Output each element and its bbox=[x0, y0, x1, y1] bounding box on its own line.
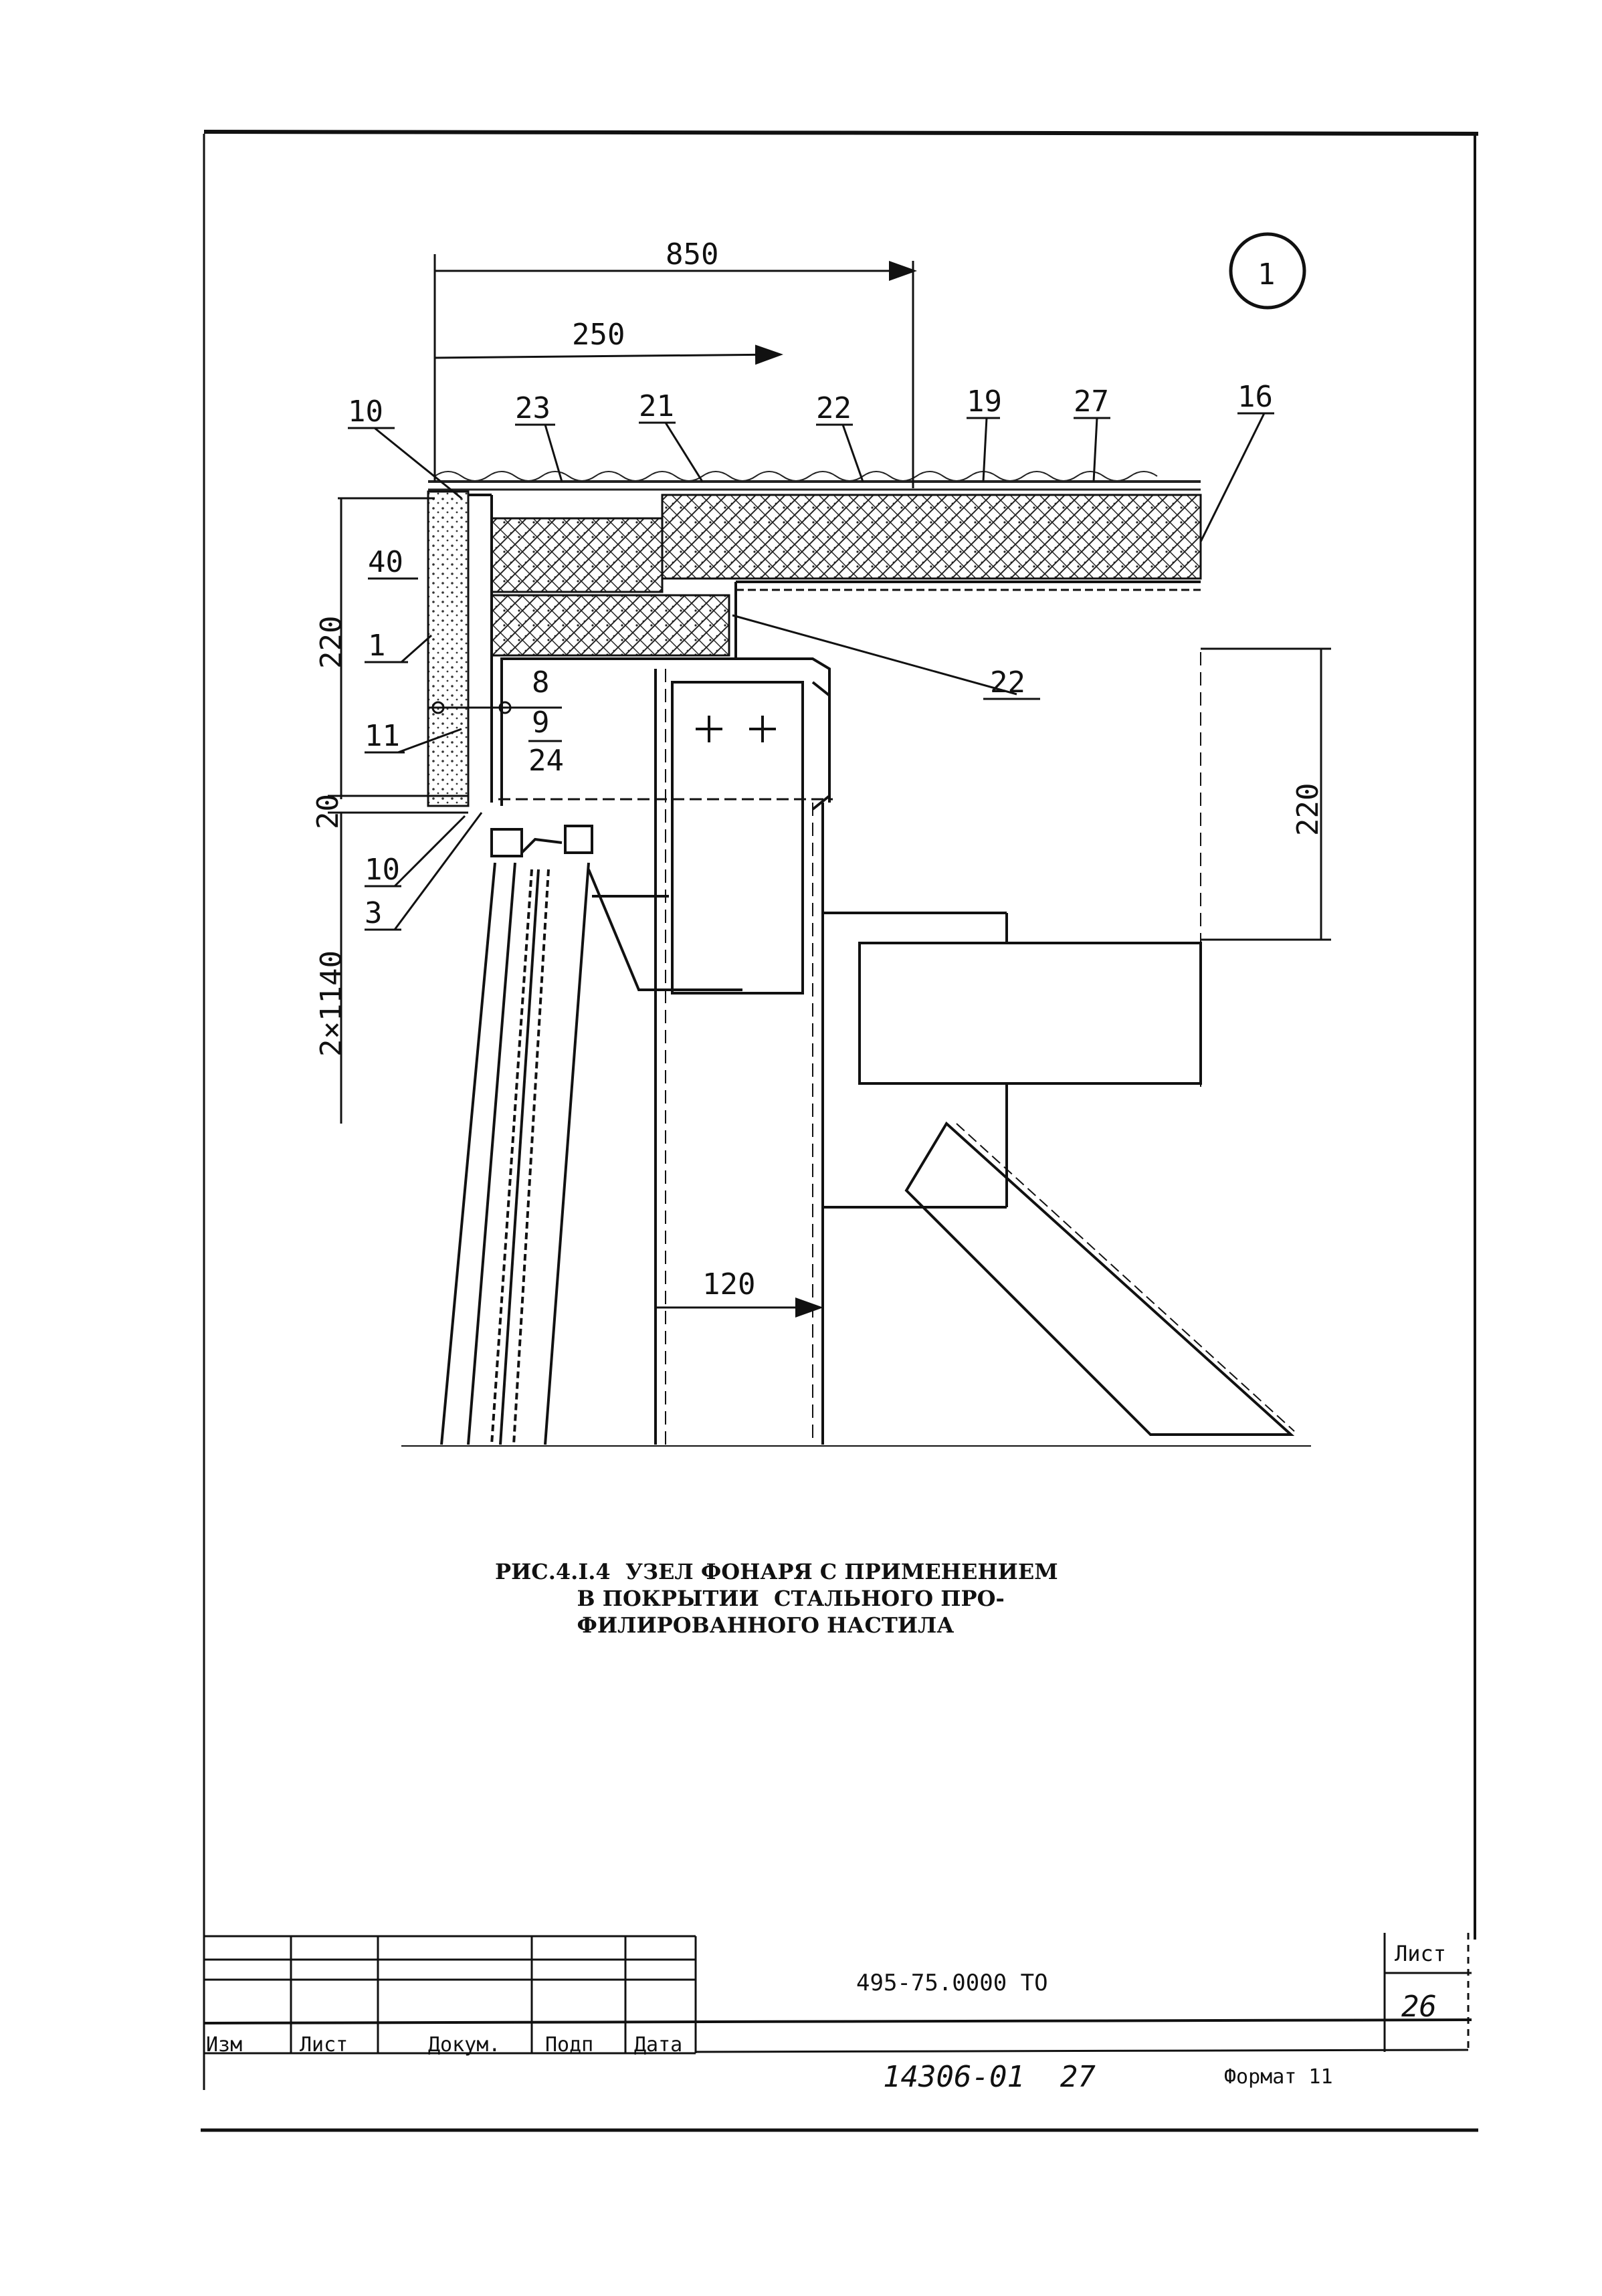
caption-line-2: В ПОКРЫТИИ СТАЛЬНОГО ПРО- bbox=[495, 1586, 1005, 1611]
insulation-slab-lower bbox=[490, 517, 664, 593]
sheet-label: Лист bbox=[1395, 1941, 1447, 1966]
title-block-col-dokum: Докум. bbox=[428, 2033, 501, 2057]
caption-line-1: РИС.4.I.4 УЗЕЛ ФОНАРЯ С ПРИМЕНЕНИЕМ bbox=[495, 1559, 1058, 1584]
glazing-frame bbox=[440, 825, 742, 1445]
dimension-lines bbox=[328, 254, 1331, 1318]
node-number-circle: 1 bbox=[1229, 232, 1306, 310]
insulation-slab-main bbox=[661, 494, 1202, 580]
callout-10-top: 10 bbox=[348, 395, 383, 429]
callout-leaders bbox=[348, 412, 1274, 931]
title-block-col-izm: Изм bbox=[206, 2033, 243, 2057]
dim-2x1140: 2×1140 bbox=[314, 950, 348, 1057]
callout-22-right: 22 bbox=[990, 665, 1025, 700]
dim-250: 250 bbox=[572, 318, 625, 352]
callout-21: 21 bbox=[639, 389, 674, 423]
callout-11: 11 bbox=[365, 719, 400, 753]
title-block-col-podp: Подп bbox=[545, 2033, 594, 2057]
dim-220-left: 220 bbox=[314, 616, 348, 669]
roof-gravel-layer bbox=[428, 471, 1201, 491]
dim-120: 120 bbox=[702, 1267, 755, 1301]
format-label: Формат 11 bbox=[1224, 2065, 1333, 2089]
callout-27: 27 bbox=[1074, 385, 1109, 419]
bolt-fastener bbox=[428, 701, 512, 714]
sheet-number: 26 bbox=[1401, 1990, 1437, 2024]
callout-19: 19 bbox=[967, 385, 1002, 419]
profiled-deck bbox=[734, 581, 1201, 660]
dim-220-right: 220 bbox=[1291, 783, 1325, 836]
callout-22-top: 22 bbox=[816, 391, 852, 425]
dim-20: 20 bbox=[311, 794, 345, 829]
callout-24: 24 bbox=[528, 744, 564, 778]
callout-8: 8 bbox=[532, 665, 550, 700]
figure-caption: РИС.4.I.4 УЗЕЛ ФОНАРЯ С ПРИМЕНЕНИЕМ В ПО… bbox=[495, 1558, 1164, 1639]
column bbox=[654, 669, 824, 1445]
sheet-frame bbox=[201, 130, 1479, 2132]
caption-line-3: ФИЛИРОВАННОГО НАСТИЛА bbox=[495, 1612, 955, 1638]
callout-9: 9 bbox=[532, 706, 550, 740]
purlin-beam bbox=[823, 912, 1202, 1209]
callout-3: 3 bbox=[365, 896, 383, 930]
title-block-col-list: Лист bbox=[300, 2033, 348, 2057]
truss-node-plate bbox=[659, 657, 831, 995]
title-block-grid bbox=[203, 1933, 1472, 2055]
callout-23: 23 bbox=[515, 391, 550, 425]
title-block-col-data: Дата bbox=[634, 2033, 683, 2057]
callout-16: 16 bbox=[1237, 380, 1273, 414]
document-designation: 495-75.0000 ТО bbox=[856, 1970, 1048, 1996]
insulation-slab-bottom bbox=[490, 594, 730, 657]
callout-10-bottom: 10 bbox=[365, 853, 400, 887]
inventory-number: 14306-01 27 bbox=[883, 2060, 1096, 2094]
callout-1: 1 bbox=[368, 629, 386, 663]
node-number: 1 bbox=[1258, 257, 1276, 292]
callout-40: 40 bbox=[368, 545, 403, 579]
diagonal-brace bbox=[904, 1121, 1295, 1436]
dim-850: 850 bbox=[666, 237, 718, 272]
parapet-wall bbox=[427, 490, 493, 807]
